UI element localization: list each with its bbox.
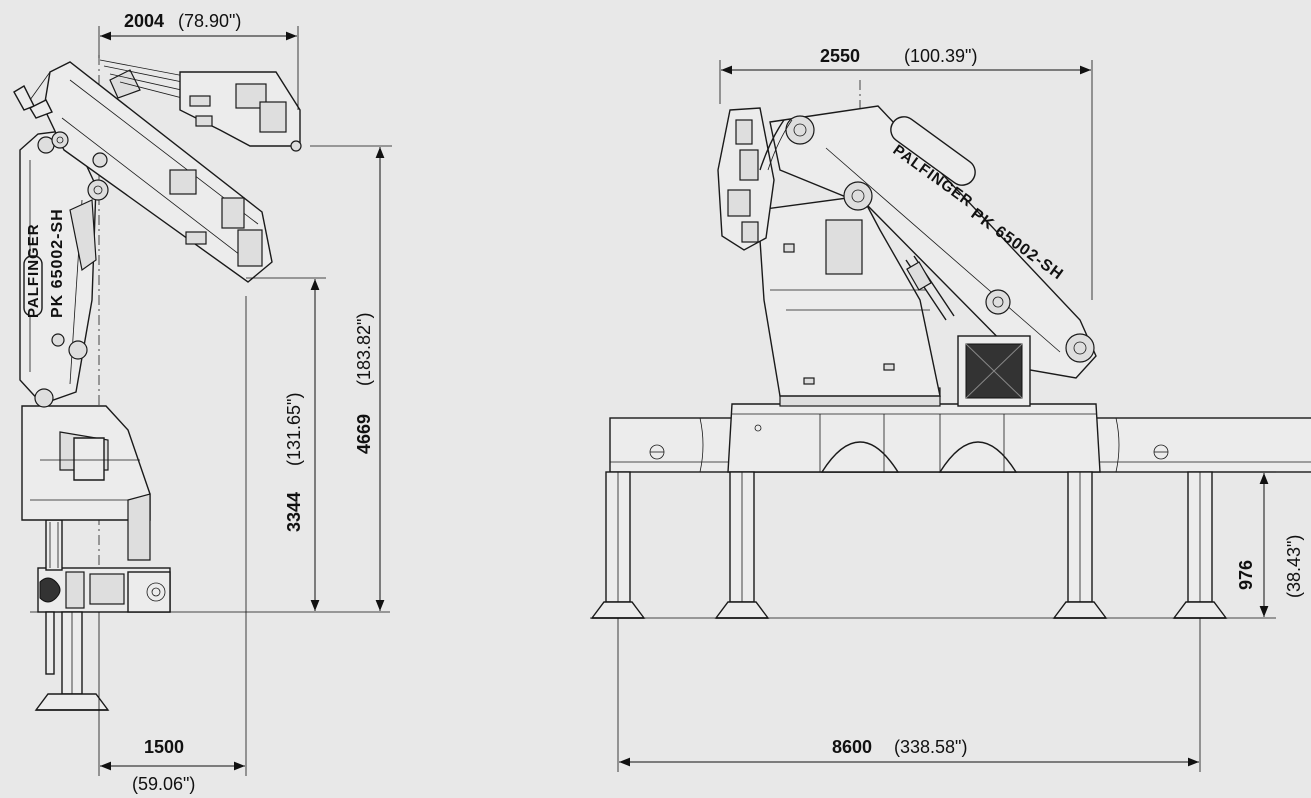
dim-crane-width: 2550 (100.39") bbox=[719, 46, 1093, 300]
dim-hook-height: 3344 (131.65") bbox=[246, 277, 326, 611]
dim-top-reach: 2004 (78.90") bbox=[98, 11, 299, 110]
side-main-boom: PALFINGER PK 65002-SH bbox=[19, 129, 109, 408]
side-brand-label: PALFINGER bbox=[25, 223, 42, 318]
dim-total-height-inch: (183.82") bbox=[354, 313, 374, 386]
dim-top-reach-inch: (78.90") bbox=[178, 11, 241, 31]
dim-top-reach-value: 2004 bbox=[124, 11, 164, 31]
dim-outrigger-span: 8600 (338.58") bbox=[617, 618, 1201, 772]
dim-hook-height-value: 3344 bbox=[284, 492, 304, 532]
front-control-box bbox=[957, 335, 1031, 407]
dim-bottom-offset: 1500 (59.06") bbox=[98, 296, 247, 794]
front-folded-arm bbox=[717, 107, 793, 251]
dim-leg-height-value: 976 bbox=[1236, 560, 1256, 590]
dim-leg-height-inch: (38.43") bbox=[1284, 535, 1304, 598]
dim-total-height: 4669 (183.82") bbox=[310, 145, 392, 611]
front-stabiliser-leg-2 bbox=[714, 471, 770, 619]
dim-bottom-offset-inch: (59.06") bbox=[132, 774, 195, 794]
dim-crane-width-value: 2550 bbox=[820, 46, 860, 66]
front-base-housing bbox=[727, 387, 1101, 473]
front-stabiliser-leg-3 bbox=[1052, 471, 1108, 619]
side-base bbox=[37, 519, 171, 613]
front-column bbox=[757, 195, 941, 397]
front-stabiliser-leg-4 bbox=[1172, 471, 1228, 619]
dim-leg-height: 976 (38.43") bbox=[1212, 471, 1304, 617]
side-view: PALFINGER PK 65002-SH bbox=[13, 11, 392, 794]
dim-crane-width-inch: (100.39") bbox=[904, 46, 977, 66]
dim-hook-height-inch: (131.65") bbox=[284, 393, 304, 466]
front-stabiliser-leg-1 bbox=[590, 471, 646, 619]
side-knuckle-boom bbox=[13, 61, 273, 283]
front-view: PALFINGER PK 65002-SH bbox=[590, 46, 1311, 772]
side-extension-boom bbox=[99, 59, 302, 152]
side-model-label: PK 65002-SH bbox=[49, 208, 66, 318]
side-column bbox=[21, 405, 151, 561]
dim-outrigger-span-value: 8600 bbox=[832, 737, 872, 757]
dim-total-height-value: 4669 bbox=[354, 414, 374, 454]
front-main-boom: PALFINGER PK 65002-SH bbox=[769, 105, 1097, 379]
side-stabiliser-leg bbox=[34, 611, 110, 711]
dim-bottom-offset-value: 1500 bbox=[144, 737, 184, 757]
dim-outrigger-span-inch: (338.58") bbox=[894, 737, 967, 757]
